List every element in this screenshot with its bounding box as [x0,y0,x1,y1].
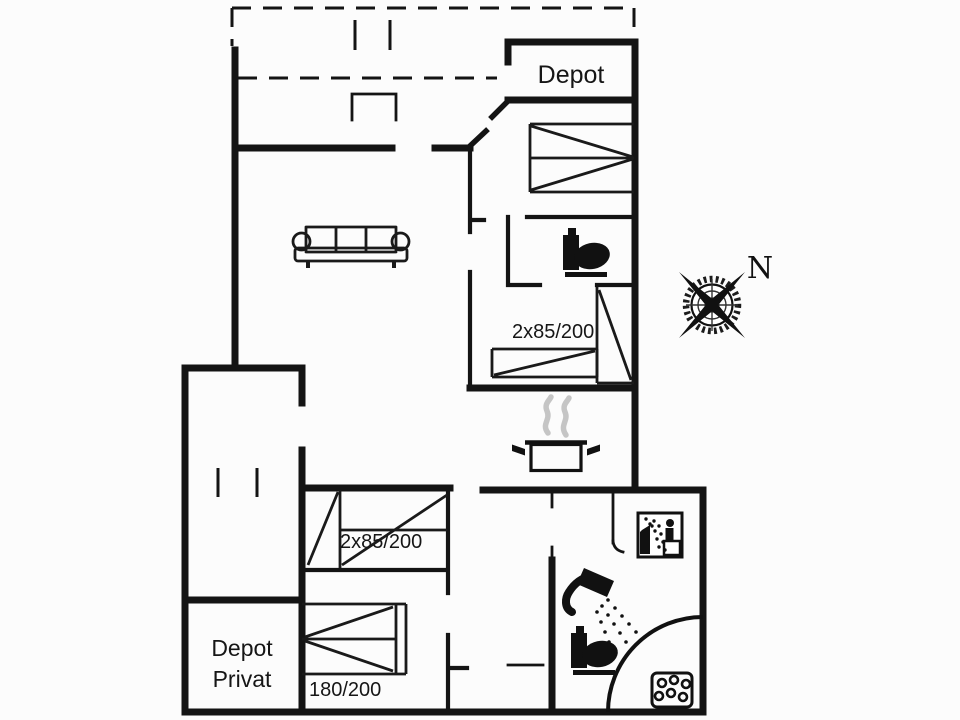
cooking-pot-icon [512,394,600,473]
bed-middle-right-a [490,347,599,379]
bed-bottom-left [302,602,408,676]
bed-middle-left [306,490,448,568]
sofa-icon [291,225,411,268]
door-swings [466,97,625,554]
bed-size-bottom-label: 180/200 [309,679,381,701]
bed-size-right-label: 2x85/200 [512,321,594,343]
terrace-outline [230,6,636,80]
wood-stove-icon [350,92,398,122]
bed-size-middle-label: 2x85/200 [340,531,422,553]
svg-text:Privat: Privat [213,666,272,692]
svg-text:Depot: Depot [211,635,273,661]
steam-icon [542,394,554,436]
shower-icon [562,568,638,654]
interior-walls [299,147,638,715]
compass-north-label: N [747,251,773,286]
sauna-icon [636,511,684,559]
double-bed-top-right [528,122,634,194]
depot-privat-label: Depot Privat [211,635,273,692]
window-marks [216,468,259,497]
depot-label: Depot [538,61,605,89]
compass-rose-icon: N [679,251,773,338]
partition-walls [506,490,615,667]
whirlpool-corner-tub-icon [606,615,704,713]
exterior-walls [181,38,707,716]
bed-middle-right-b [595,287,634,385]
toilet-icon-upper [563,228,613,277]
